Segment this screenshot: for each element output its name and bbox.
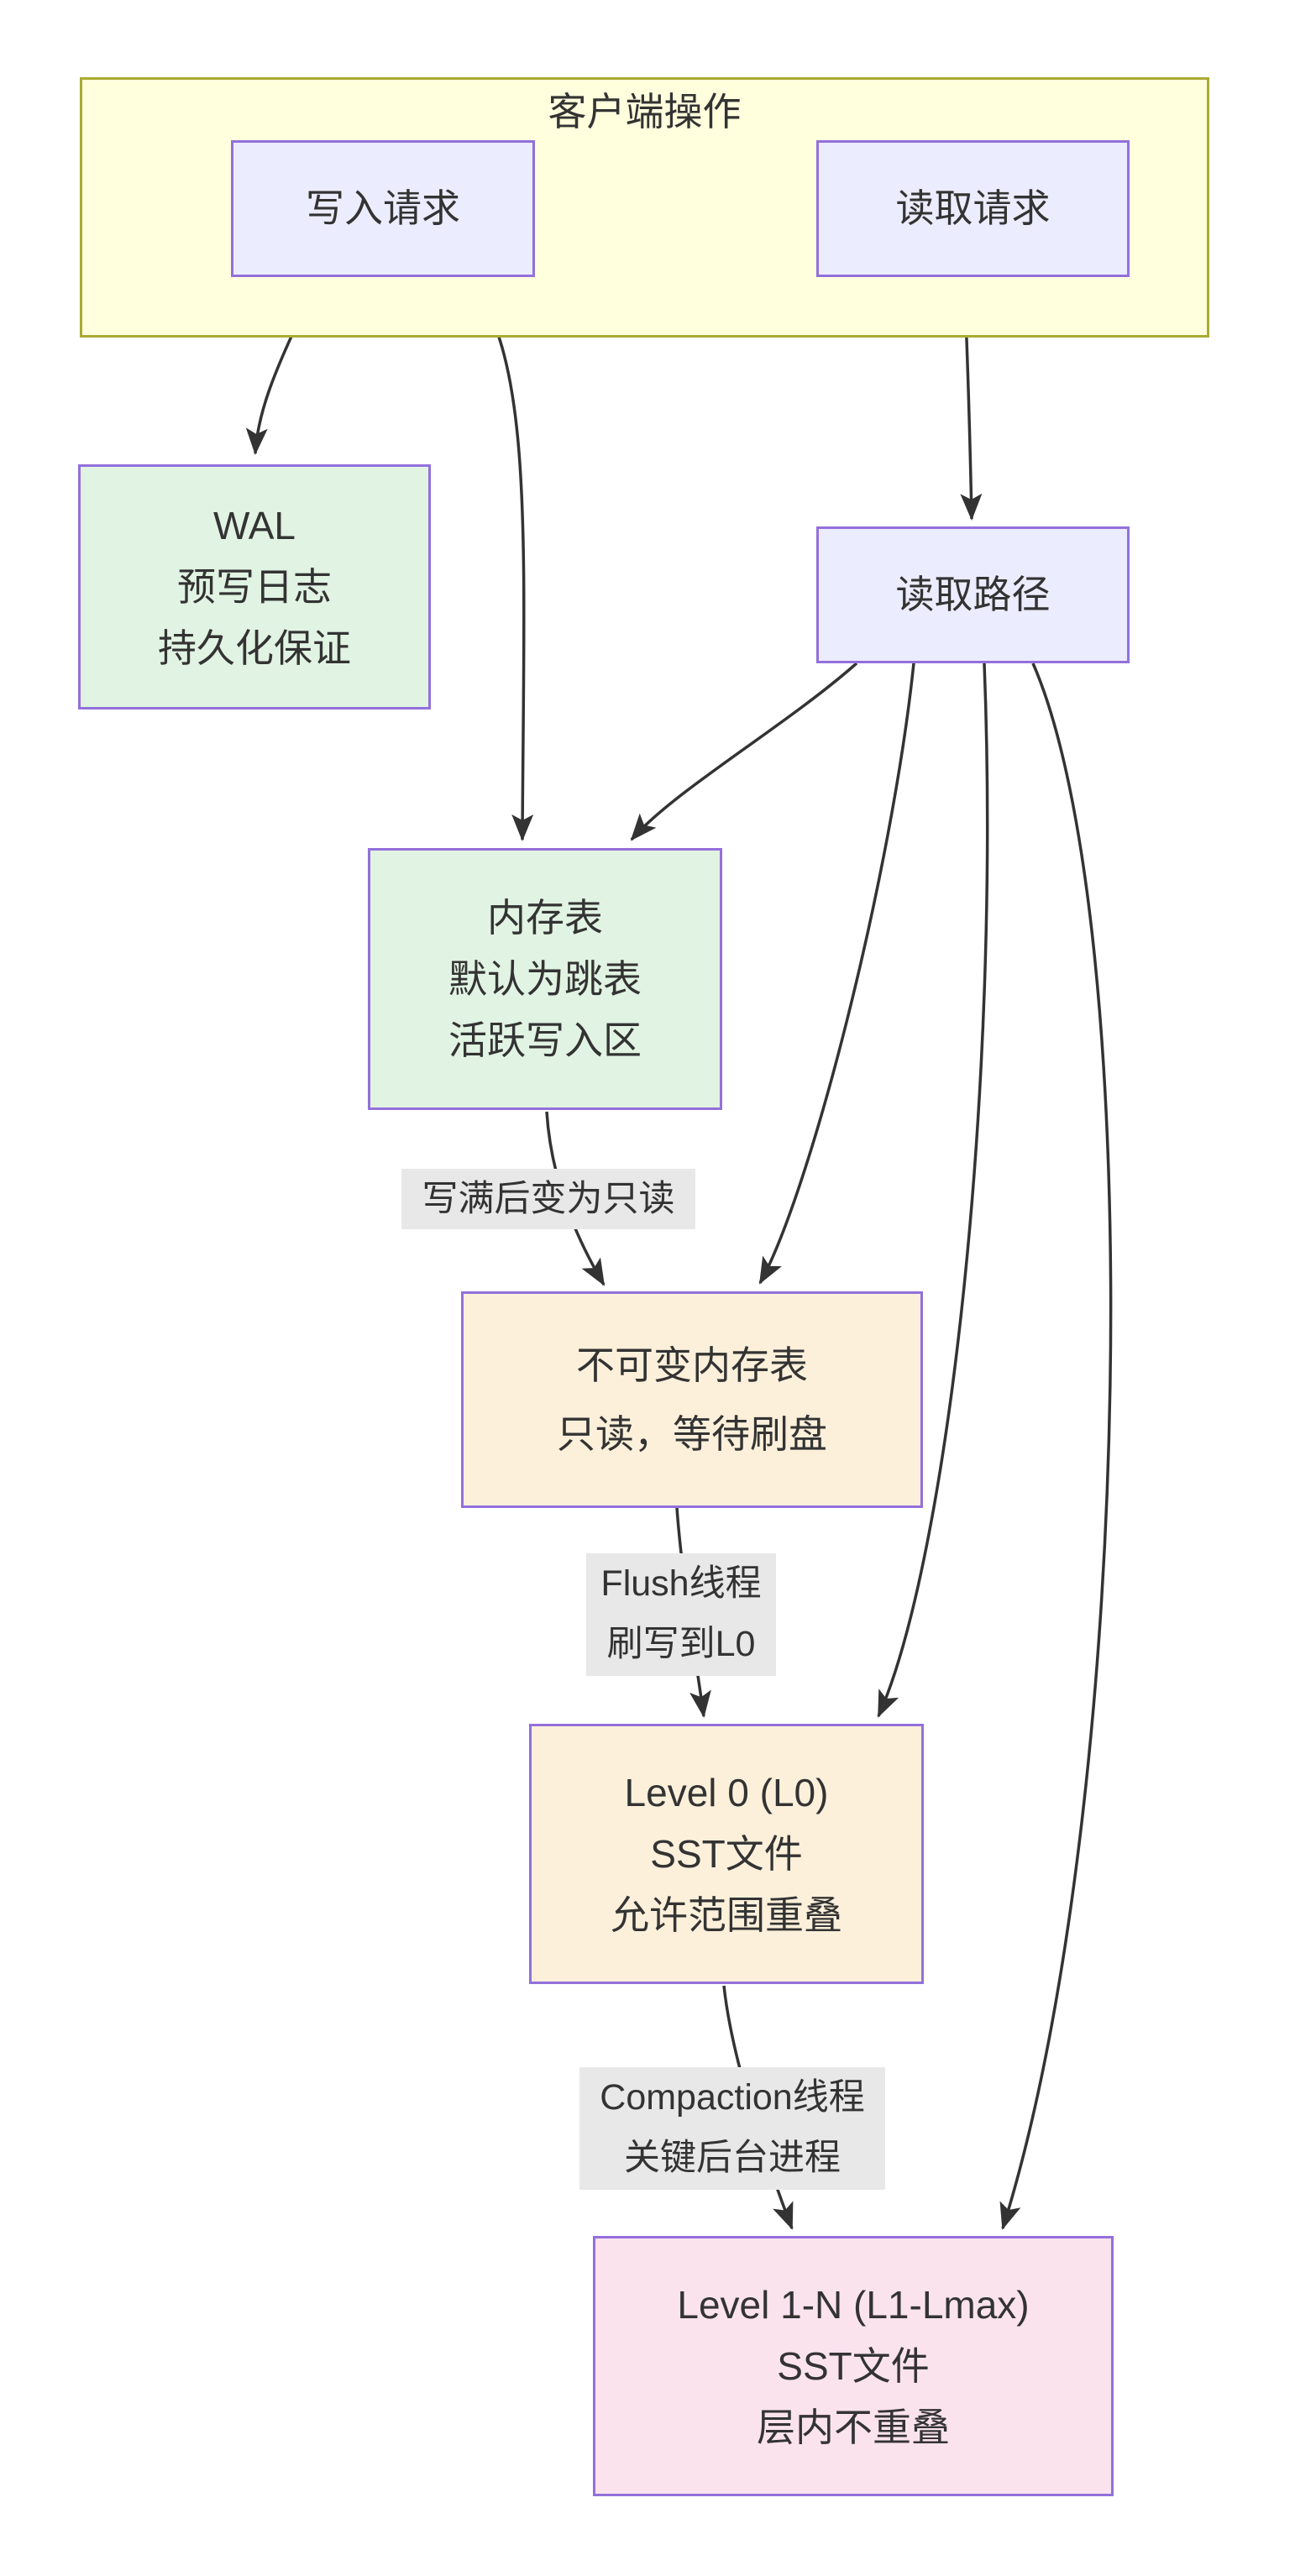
node-read-request: 读取请求 bbox=[816, 140, 1130, 277]
edge-readpath-to-level1n bbox=[999, 662, 1113, 2230]
cluster-title: 客户端操作 bbox=[548, 90, 742, 134]
edge-readpath-to-level0 bbox=[877, 662, 989, 1718]
node-wal-line: WAL bbox=[213, 503, 296, 547]
node-write-request: 写入请求 bbox=[231, 140, 535, 277]
node-immutable-memtable: 不可变内存表 只读，等待刷盘 bbox=[461, 1291, 923, 1508]
node-level1n-line: SST文件 bbox=[777, 2343, 930, 2388]
node-level0-line: 允许范围重叠 bbox=[611, 1893, 842, 1937]
node-level1n-line: Level 1-N (L1-Lmax) bbox=[677, 2282, 1030, 2327]
node-memtable-line: 默认为跳表 bbox=[448, 956, 642, 1001]
node-read-path-label: 读取路径 bbox=[895, 573, 1051, 616]
node-wal-line: 持久化保证 bbox=[158, 626, 351, 670]
node-level0: Level 0 (L0) SST文件 允许范围重叠 bbox=[529, 1724, 924, 1984]
node-wal: WAL 预写日志 持久化保证 bbox=[78, 464, 431, 709]
node-read-request-label: 读取请求 bbox=[895, 186, 1051, 230]
edge-label-compaction: Compaction线程 关键后台进程 bbox=[579, 2067, 885, 2190]
node-memtable-line: 活跃写入区 bbox=[448, 1018, 642, 1062]
edge-readpath-to-immutable bbox=[758, 662, 915, 1285]
edge-label-memtable-full: 写满后变为只读 bbox=[401, 1169, 695, 1229]
node-immutable-line: 只读，等待刷盘 bbox=[557, 1412, 827, 1456]
edge-write-to-memtable bbox=[467, 275, 534, 841]
edge-readpath-to-memtable bbox=[630, 662, 858, 841]
node-level1n: Level 1-N (L1-Lmax) SST文件 层内不重叠 bbox=[593, 2236, 1114, 2496]
node-memtable: 内存表 默认为跳表 活跃写入区 bbox=[368, 848, 722, 1110]
node-wal-line: 预写日志 bbox=[177, 564, 332, 609]
node-read-path: 读取路径 bbox=[816, 526, 1130, 663]
node-immutable-line: 不可变内存表 bbox=[576, 1343, 808, 1387]
node-level1n-line: 层内不重叠 bbox=[757, 2405, 950, 2449]
node-level0-line: Level 0 (L0) bbox=[624, 1770, 829, 1814]
node-level0-line: SST文件 bbox=[650, 1831, 803, 1876]
node-memtable-line: 内存表 bbox=[487, 895, 603, 940]
node-write-request-label: 写入请求 bbox=[306, 186, 460, 230]
edge-label-flush: Flush线程 刷写到L0 bbox=[586, 1553, 776, 1676]
